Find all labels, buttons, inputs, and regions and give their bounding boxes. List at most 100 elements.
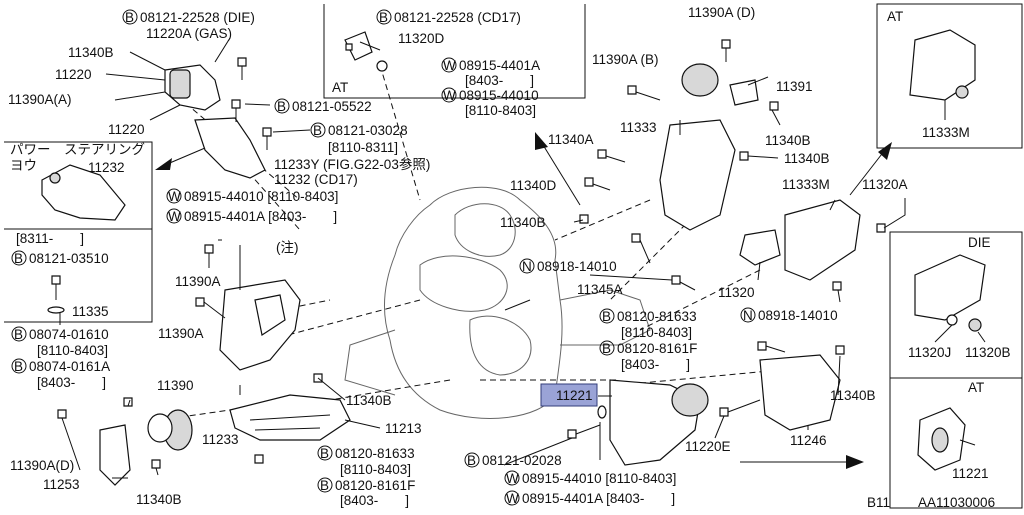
- rear-mount-bracket-11333: [659, 63, 759, 231]
- label-range-8110-8403-d: [8110-8403]: [340, 462, 411, 477]
- label-11233: 11233: [202, 432, 239, 447]
- label-11340b: 11340B: [68, 45, 114, 60]
- label-11333: 11333: [620, 120, 657, 135]
- label-washer-08915-44010-c: 08915-44010 [8110-8403]: [522, 471, 676, 486]
- label-bolt-08120-81633-a: 08120-81633: [617, 309, 697, 324]
- power-steering-title-1: パワー ステアリング: [10, 142, 145, 157]
- label-11232-ps: 11232: [88, 160, 125, 175]
- label-11220-b: 11220: [108, 122, 145, 137]
- label-bolt-08120-8161f-a: 08120-8161F: [617, 341, 697, 356]
- label-note: (注): [276, 240, 299, 255]
- label-11333m-at: 11333M: [922, 125, 970, 140]
- label-bolt-08121-05522: 08121-05522: [292, 99, 372, 114]
- label-range-8110-8403-a: [8110-8403]: [37, 343, 108, 358]
- power-steering-title-2: ヨウ: [10, 158, 37, 173]
- label-11220: 11220: [55, 67, 92, 82]
- label-bolt-08120-8161f-b: 08120-8161F: [335, 478, 415, 493]
- circle-letter: B: [379, 10, 388, 25]
- inset-box-at-top-right: [876, 3, 1023, 149]
- label-11340b-6: 11340B: [500, 215, 546, 230]
- label-range-8403-a: [8403- ]: [37, 375, 106, 390]
- label-bolt-08121-02028: 08121-02028: [482, 453, 562, 468]
- circle-letter: B: [313, 123, 322, 138]
- trans-mount-11221: [609, 354, 841, 466]
- circle-letter: B: [277, 99, 286, 114]
- inset-boxes: [4, 3, 1023, 509]
- circle-letter: W: [443, 88, 456, 103]
- inset-box-at-cd17: [323, 4, 586, 99]
- circle-letter: B: [602, 309, 611, 324]
- inset-power-steering-part: [41, 164, 126, 221]
- label-11390a-d-top: 11390A (D): [688, 5, 755, 20]
- label-bolt-08121-03510: 08121-03510: [29, 251, 109, 266]
- label-die-box: DIE: [968, 235, 991, 250]
- arrows: [155, 132, 892, 469]
- label-11390: 11390: [157, 378, 194, 393]
- label-washer-08915-4401a-b: 08915-4401A: [459, 58, 540, 73]
- inset-box-power-steering: [4, 141, 153, 323]
- label-11391: 11391: [776, 79, 813, 94]
- label-washer-08915-4401a-c: 08915-4401A [8403- ]: [522, 491, 675, 506]
- label-11333m: 11333M: [782, 177, 830, 192]
- circle-letter: W: [168, 189, 181, 204]
- label-11340d: 11340D: [510, 178, 557, 193]
- label-11390a-a: 11390A(A): [8, 92, 72, 107]
- crossmember-11333m: [739, 199, 861, 281]
- inset-box-die: [889, 231, 1023, 509]
- inset-at-cd17-part: [344, 31, 388, 72]
- label-11233y: 11233Y (FIG.G22-03参照): [274, 156, 430, 172]
- label-11213: 11213: [385, 421, 422, 436]
- circle-letter: W: [506, 471, 519, 486]
- inset-at-top-right-part: [909, 29, 976, 101]
- label-11221-highlighted[interactable]: 11221: [556, 388, 593, 403]
- engine-mount-front-upper: [114, 64, 266, 179]
- highlight-11221[interactable]: [540, 383, 598, 407]
- part-labels: 08121-22528 (DIE) 11220A (GAS) 11340B 11…: [8, 5, 1011, 510]
- circle-letter: N: [743, 308, 753, 323]
- label-11320: 11320: [718, 285, 755, 300]
- label-11320j: 11320J: [908, 345, 951, 360]
- circle-letter: B: [320, 446, 329, 461]
- label-range-8110-8403-c: [8110-8403]: [621, 325, 692, 340]
- label-11340b-2: 11340B: [136, 492, 182, 507]
- circle-letter: N: [522, 259, 532, 274]
- circle-letter: W: [506, 491, 519, 506]
- label-11220a-gas: 11220A (GAS): [146, 26, 232, 41]
- mount-bracket-left: [219, 279, 301, 371]
- label-bolt-08121-22528-die: 08121-22528 (DIE): [140, 10, 255, 25]
- circle-letter: W: [443, 58, 456, 73]
- label-range-8110-8311: [8110-8311]: [328, 140, 398, 155]
- label-11320d: 11320D: [398, 31, 445, 46]
- circle-letter: B: [14, 327, 23, 342]
- label-at-top-right-box: AT: [887, 9, 903, 24]
- circled-symbols: B B W W B B W W B B B N N B B B B B W W: [11, 9, 756, 506]
- label-11340b-4: 11340B: [765, 133, 811, 148]
- mount-insulator-11390: [99, 409, 193, 486]
- label-11340b-5: 11340B: [784, 151, 830, 166]
- inset-at-bottom-part: [917, 407, 966, 471]
- label-11340b-3: 11340B: [346, 393, 392, 408]
- circle-letter: B: [125, 10, 134, 25]
- label-11246: 11246: [790, 433, 827, 448]
- label-range-8403-d: [8403- ]: [340, 493, 409, 508]
- label-11390a-b: 11390A (B): [592, 52, 659, 67]
- hardware: [47, 39, 886, 471]
- label-range-8403-c: [8403- ]: [621, 357, 690, 372]
- label-bolt-08120-81633-b: 08120-81633: [335, 446, 415, 461]
- label-11390a-1: 11390A: [175, 274, 221, 289]
- label-11253: 11253: [43, 477, 80, 492]
- label-model: B11: [867, 495, 890, 510]
- leader-lines: [59, 37, 986, 479]
- inset-die-part: [914, 254, 986, 332]
- circle-letter: B: [320, 478, 329, 493]
- label-11340a: 11340A: [548, 132, 594, 147]
- label-nut-08918-14010-b: 08918-14010: [758, 308, 838, 323]
- label-washer-08915-44010-b: 08915-44010: [459, 88, 539, 103]
- under-cover-11213: [229, 394, 351, 441]
- label-diagram-id: AA11030006: [918, 495, 995, 510]
- label-bolt-08074-0161a: 08074-0161A: [29, 359, 110, 374]
- label-11390a-d: 11390A(D): [10, 458, 74, 473]
- label-11340b-7: 11340B: [830, 388, 876, 403]
